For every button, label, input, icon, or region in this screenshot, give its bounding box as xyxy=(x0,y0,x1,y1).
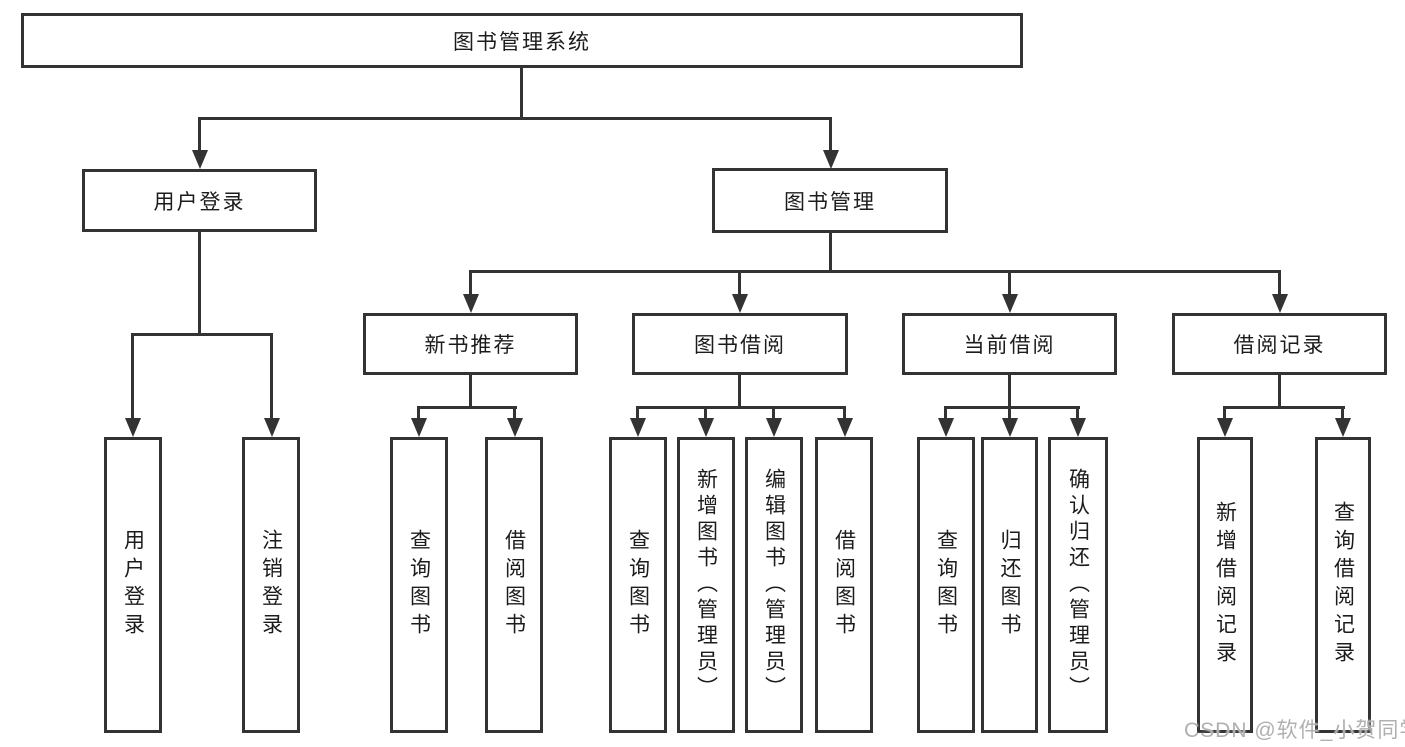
connector-line xyxy=(829,233,832,273)
leaf-edit-books-admin: 编辑图书（管理员） xyxy=(745,437,803,733)
csdn-watermark: CSDN @软件_小贺同学 xyxy=(1184,719,1405,742)
leaf-label: 查询图书 xyxy=(934,529,958,641)
connector-arrow xyxy=(823,150,839,169)
leaf-add-books-admin: 新增图书（管理员） xyxy=(677,437,735,733)
node-label: 图书管理系统 xyxy=(453,30,591,54)
node-book-borrowing: 图书借阅 xyxy=(632,313,848,375)
node-user-login: 用户登录 xyxy=(82,169,317,232)
connector-line xyxy=(1008,375,1011,409)
connector-line xyxy=(1341,406,1344,420)
node-library-management-system: 图书管理系统 xyxy=(21,13,1023,68)
leaf-label: 查询借阅记录 xyxy=(1331,501,1355,669)
node-label: 用户登录 xyxy=(153,190,246,214)
leaf-label: 查询图书 xyxy=(407,529,431,641)
connector-arrow xyxy=(698,418,714,437)
connector-line xyxy=(1223,406,1345,409)
leaf-label: 编辑图书（管理员） xyxy=(762,468,786,702)
leaf-logout: 注销登录 xyxy=(242,437,300,733)
connector-arrow xyxy=(732,294,748,313)
node-label: 图书管理 xyxy=(784,190,876,214)
connector-arrow xyxy=(837,418,853,437)
leaf-label: 注销登录 xyxy=(259,529,283,641)
connector-line xyxy=(513,406,516,420)
connector-arrow xyxy=(1070,418,1086,437)
connector-line xyxy=(772,406,775,420)
connector-line xyxy=(843,406,846,420)
leaf-label: 新增借阅记录 xyxy=(1213,501,1237,669)
leaf-label: 查询图书 xyxy=(626,529,650,641)
connector-line xyxy=(1076,406,1079,420)
leaf-return-books: 归还图书 xyxy=(981,437,1038,733)
leaf-query-books-borrowing: 查询图书 xyxy=(609,437,667,733)
leaf-label: 借阅图书 xyxy=(832,529,856,641)
leaf-borrow-books-recommend: 借阅图书 xyxy=(485,437,543,733)
connector-line xyxy=(417,406,517,409)
connector-line xyxy=(944,406,947,420)
leaf-query-books-current: 查询图书 xyxy=(917,437,975,733)
connector-line xyxy=(1278,270,1281,296)
leaf-borrow-books: 借阅图书 xyxy=(815,437,873,733)
connector-arrow xyxy=(192,150,208,169)
connector-line xyxy=(131,333,273,336)
connector-line xyxy=(198,117,201,152)
connector-arrow xyxy=(1217,418,1233,437)
connector-line xyxy=(1008,406,1011,420)
connector-line xyxy=(636,406,846,409)
connector-arrow xyxy=(1002,418,1018,437)
connector-line xyxy=(829,117,832,152)
connector-arrow xyxy=(264,418,280,437)
connector-arrow xyxy=(1272,294,1288,313)
node-label: 图书借阅 xyxy=(694,334,786,357)
connector-line xyxy=(944,406,1080,409)
leaf-label: 新增图书（管理员） xyxy=(694,468,718,702)
leaf-label: 确认归还（管理员） xyxy=(1066,468,1090,702)
node-label: 新书推荐 xyxy=(424,334,517,357)
connector-line xyxy=(1008,270,1011,296)
connector-arrow xyxy=(938,418,954,437)
node-current-borrowing: 当前借阅 xyxy=(902,313,1117,375)
connector-line xyxy=(417,406,420,420)
leaf-label: 用户登录 xyxy=(121,529,145,641)
connector-arrow xyxy=(1002,294,1018,313)
connector-arrow xyxy=(630,418,646,437)
leaf-confirm-return-admin: 确认归还（管理员） xyxy=(1048,437,1108,733)
node-borrowing-records: 借阅记录 xyxy=(1172,313,1387,375)
connector-line xyxy=(636,406,639,420)
leaf-query-books-recommend: 查询图书 xyxy=(390,437,448,733)
connector-line xyxy=(738,270,741,296)
leaf-label: 归还图书 xyxy=(998,529,1021,641)
node-label: 借阅记录 xyxy=(1233,334,1326,357)
connector-arrow xyxy=(766,418,782,437)
connector-line xyxy=(469,375,472,409)
connector-line xyxy=(704,406,707,420)
leaf-query-borrow-record: 查询借阅记录 xyxy=(1315,437,1371,733)
connector-arrow xyxy=(1335,418,1351,437)
connector-line xyxy=(131,333,134,419)
node-label: 当前借阅 xyxy=(963,334,1056,357)
connector-arrow xyxy=(125,418,141,437)
connector-line xyxy=(469,270,1281,273)
node-book-management: 图书管理 xyxy=(712,168,948,233)
connector-line xyxy=(738,375,741,409)
connector-line xyxy=(270,333,273,419)
connector-line xyxy=(198,117,832,120)
connector-arrow xyxy=(507,418,523,437)
connector-line xyxy=(198,232,201,336)
connector-line xyxy=(1278,375,1281,409)
connector-arrow xyxy=(411,418,427,437)
connector-line xyxy=(469,270,472,296)
node-new-book-recommendation: 新书推荐 xyxy=(363,313,578,375)
connector-line xyxy=(1223,406,1226,420)
connector-arrow xyxy=(463,294,479,313)
connector-line xyxy=(520,68,523,119)
leaf-add-borrow-record: 新增借阅记录 xyxy=(1197,437,1253,733)
leaf-user-login: 用户登录 xyxy=(104,437,162,733)
leaf-label: 借阅图书 xyxy=(502,529,526,641)
